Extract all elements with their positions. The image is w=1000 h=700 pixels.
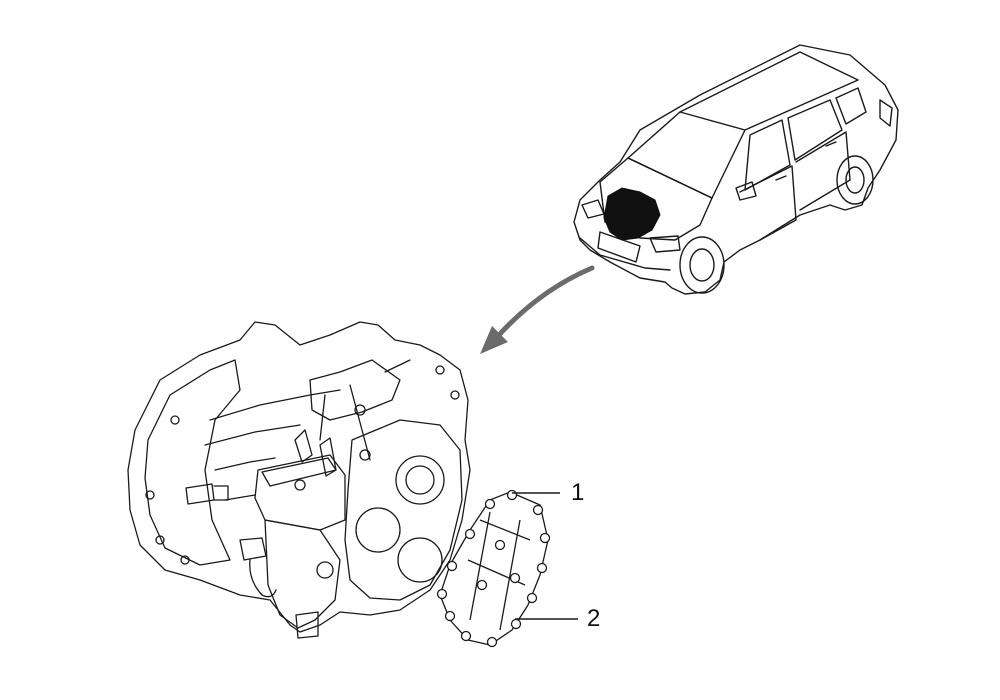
- vehicle-mirror: [735, 181, 757, 201]
- select-lever: [319, 437, 337, 477]
- bell-housing-contour: [144, 359, 241, 566]
- vehicle-rear-side-window: [787, 99, 843, 161]
- bolt: [509, 572, 521, 584]
- bracket-arm-1: [349, 384, 371, 461]
- vehicle-headlight-right: [649, 235, 681, 253]
- sensor-harness: [249, 559, 277, 598]
- vehicle-front-hub: [689, 248, 715, 282]
- bolt: [476, 579, 488, 591]
- vehicle-body-outline: [573, 44, 899, 295]
- bolt: [444, 610, 456, 622]
- shift-cable-bracket: [309, 359, 401, 421]
- vehicle-illustration: [573, 44, 899, 295]
- shift-lever: [294, 429, 313, 463]
- vehicle-quarter-window: [835, 87, 867, 125]
- shift-tower: [254, 454, 346, 531]
- speed-sensor: [239, 537, 267, 561]
- boss-7: [294, 479, 306, 491]
- callout-label-2: 2: [587, 605, 601, 632]
- end-cover-housing: [344, 419, 463, 601]
- vehicle-front-side-window: [744, 119, 791, 191]
- output-shaft: [295, 611, 319, 639]
- vehicle-headlight-left: [581, 199, 605, 219]
- vehicle-roof-line: [679, 51, 859, 131]
- bolt: [486, 636, 498, 648]
- transmission-housing-outline: [127, 321, 471, 633]
- breather-cap: [213, 485, 229, 501]
- bolt: [510, 618, 522, 630]
- case-ridge-2: [204, 424, 301, 446]
- boss-3: [180, 555, 190, 565]
- end-cover-bolts: [436, 489, 551, 648]
- case-ridge-1: [209, 389, 341, 421]
- vehicle-door-handle-front: [775, 175, 787, 181]
- bore-lower: [397, 537, 443, 583]
- vehicle-rear-wheel: [836, 155, 874, 205]
- boss-4: [170, 415, 180, 425]
- vehicle-rear-hub: [845, 166, 865, 194]
- breather-fitting: [185, 483, 215, 505]
- bolt: [506, 489, 518, 501]
- boss-2: [155, 535, 165, 545]
- bore-upper-inner: [405, 465, 435, 495]
- bolt: [484, 498, 496, 510]
- bore-upper: [395, 455, 445, 505]
- vehicle-front-wheel: [679, 236, 725, 294]
- vehicle-door-handle-rear: [825, 141, 837, 147]
- boss-6: [354, 404, 366, 416]
- bolt: [494, 539, 506, 551]
- end-cover-rib-4: [499, 519, 521, 631]
- bolt: [460, 630, 472, 642]
- arrow-shaft: [495, 265, 595, 339]
- vehicle-bumper: [579, 237, 671, 271]
- vehicle-rear-door: [795, 131, 851, 211]
- vehicle-grille: [597, 231, 641, 263]
- end-cover-rib-3: [469, 511, 491, 621]
- bolt: [536, 562, 548, 574]
- boss-8: [359, 449, 371, 461]
- bolt: [464, 528, 476, 540]
- location-arrow: [480, 265, 595, 354]
- bolt: [532, 504, 544, 516]
- bore-left: [355, 507, 401, 553]
- case-ridge-4: [224, 494, 256, 501]
- transmission-assembly: [127, 321, 471, 639]
- boss-1: [145, 490, 155, 500]
- engine-compartment-highlight: [603, 187, 661, 241]
- case-ridge-3: [214, 457, 276, 471]
- callout-label-1: 1: [571, 479, 585, 506]
- vehicle-front-door: [739, 165, 797, 241]
- differential-housing: [264, 519, 341, 629]
- arrow-head: [480, 326, 508, 354]
- boss-10: [450, 390, 460, 400]
- boss-5: [316, 561, 334, 579]
- bolt: [526, 592, 538, 604]
- bracket-arm-2: [319, 394, 326, 441]
- bolt: [436, 588, 448, 600]
- bolt: [446, 560, 458, 572]
- vehicle-taillight: [879, 99, 893, 127]
- bracket-arm-3: [384, 359, 411, 373]
- bolt: [539, 532, 551, 544]
- boss-9: [435, 365, 445, 375]
- leader-lines: [512, 492, 578, 620]
